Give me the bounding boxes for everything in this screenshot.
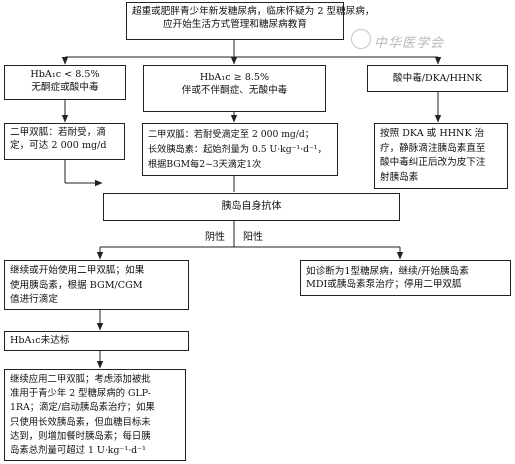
watermark: 中华医学会 [374, 36, 445, 51]
condition-a-line: 无酮症或酸中毒 [31, 82, 99, 94]
positive-path-line: MDI或胰岛素泵治疗；停用二甲双胍 [306, 279, 462, 291]
condition-b-line: HbA₁c ≥ 8.5% [199, 72, 270, 83]
treatment-c-line: 射胰岛素 [380, 171, 419, 183]
condition-b-line: 伴或不伴酮症、无酸中毒 [181, 85, 288, 97]
condition-b-node: HbA₁c ≥ 8.5% 伴或不伴酮症、无酸中毒 [143, 65, 326, 112]
treatment-c-line: 酸中毒纠正后改为皮下注 [380, 157, 486, 168]
final-line: 达到，则增加餐时胰岛素；每日胰 [10, 430, 151, 442]
treatment-c-line: 按照 DKA 或 HHNK 治 [380, 128, 485, 139]
antibody-line: 胰岛自身抗体 [221, 201, 282, 212]
positive-path-node: 如诊断为1型糖尿病，继续/开始胰岛素 MDI或胰岛素泵治疗；停用二甲双胍 [300, 260, 511, 296]
watermark-seal-icon [351, 29, 371, 49]
treatment-b-line: 根据BGM每2~3天滴定1次 [148, 159, 262, 170]
positive-label: 阳性 [243, 232, 263, 243]
start-line: 应开始生活方式管理和糖尿病教育 [163, 19, 307, 31]
final-line: 只使用长效胰岛素，但血糖目标未 [10, 416, 151, 428]
final-line: 准用于青少年 2 型糖尿病的 GLP- [10, 388, 151, 400]
negative-label: 阴性 [205, 232, 225, 243]
not-reached-line: HbA₁c未达标 [10, 335, 70, 346]
condition-a-line: HbA₁c < 8.5% [30, 69, 100, 80]
treatment-a-node: 二甲双胍：若耐受，滴 定，可达 2 000 mg/d [4, 123, 125, 160]
not-reached-node: HbA₁c未达标 [4, 331, 189, 351]
final-node: 继续应用二甲双胍；考虑添加被批 准用于青少年 2 型糖尿病的 GLP- 1RA；… [4, 369, 186, 461]
treatment-c-line: 疗，静脉滴注胰岛素直至 [380, 142, 486, 154]
condition-a-node: HbA₁c < 8.5% 无酮症或酸中毒 [4, 65, 126, 100]
final-line: 1RA；滴定/启动胰岛素治疗；如果 [10, 402, 155, 414]
treatment-a-line: 二甲双胍：若耐受，滴 [10, 127, 106, 138]
treatment-a-line: 定，可达 2 000 mg/d [10, 140, 107, 152]
negative-path-line: 使用胰岛素，根据 BGM/CGM [10, 279, 143, 291]
final-line: 继续应用二甲双胍；考虑添加被批 [10, 374, 151, 385]
treatment-b-line: 二甲双胍：若耐受滴定至 2 000 mg/d； [148, 129, 314, 140]
negative-path-node: 继续或开始使用二甲双胍；如果 使用胰岛素，根据 BGM/CGM 值进行滴定 [4, 260, 189, 310]
antibody-node: 胰岛自身抗体 [103, 193, 400, 221]
start-line: 超重或肥胖青少年新发糖尿病，临床怀疑为 2 型糖尿病， [132, 6, 375, 17]
final-line: 岛素总剂量可超过 1 U·kg⁻¹·d⁻¹ [10, 445, 146, 457]
positive-path-line: 如诊断为1型糖尿病，继续/开始胰岛素 [306, 266, 469, 277]
treatment-c-node: 按照 DKA 或 HHNK 治 疗，静脉滴注胰岛素直至 酸中毒纠正后改为皮下注 … [374, 123, 508, 189]
start-node: 超重或肥胖青少年新发糖尿病，临床怀疑为 2 型糖尿病， 应开始生活方式管理和糖尿… [126, 2, 375, 40]
condition-c-line: 酸中毒/DKA/HHNK [393, 73, 482, 84]
negative-path-line: 值进行滴定 [10, 294, 58, 305]
treatment-b-line: 长效胰岛素：起始剂量为 0.5 U·kg⁻¹·d⁻¹， [148, 144, 327, 155]
treatment-b-node: 二甲双胍：若耐受滴定至 2 000 mg/d； 长效胰岛素：起始剂量为 0.5 … [142, 123, 338, 176]
condition-c-node: 酸中毒/DKA/HHNK [367, 65, 508, 92]
negative-path-line: 继续或开始使用二甲双胍；如果 [10, 265, 145, 276]
